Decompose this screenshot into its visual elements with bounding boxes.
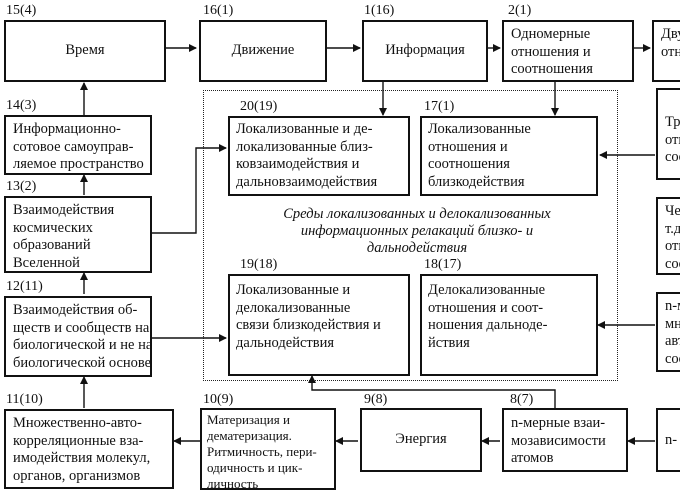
node-2-number: 2(1) [508,3,532,18]
node-twodim-partial: Дву отн [652,20,680,82]
node-14-number: 14(3) [6,98,37,113]
node-13-cosmic: Взаимодействия космических образований В… [4,196,152,273]
node-17-localized-relations: Локализованные отношения и соотношения б… [420,116,598,196]
node-1-number: 1(16) [364,3,395,18]
arrow-13-to-20 [152,144,227,234]
node-15-time: Время [4,20,166,82]
node-19-number: 19(18) [240,257,278,272]
node-13-number: 13(2) [6,179,37,194]
node-20-number: 20(19) [240,99,278,114]
node-nmulti-partial: n-м мно авт соо [656,292,680,372]
node-10-materialization: Материзация и дематеризация. Ритмичность… [200,408,336,490]
node-n-partial: n- [656,408,680,472]
node-11-molecules: Множественно-авто- корреляционные вза- и… [4,409,174,489]
node-18-number: 18(17) [424,257,462,272]
node-12-societies: Взаимодействия об- ществ и сообществ на … [4,296,152,377]
node-three-partial: Тре отн соо [656,88,680,180]
environment-region [203,90,618,381]
node-8-number: 8(7) [510,392,534,407]
node-15-number: 15(4) [6,3,37,18]
node-20-localized-interactions: Локализованные и де- локализованные близ… [228,116,410,196]
node-11-number: 11(10) [6,392,43,407]
center-caption: Среды локализованных и делокализованных … [283,206,551,256]
node-19-localized-links: Локализованные и делокализованные связи … [228,274,410,376]
node-17-number: 17(1) [424,99,455,114]
node-four-partial: Чет т.д. отн соо [656,197,680,275]
node-10-number: 10(9) [203,392,234,407]
node-9-number: 9(8) [364,392,388,407]
node-8-atoms: n-мерные взаи- мозависимости атомов [502,408,628,472]
node-1-information: Информация [362,20,488,82]
node-2-onedim: Одномерные отношения и соотношения [502,20,634,82]
node-16-motion: Движение [199,20,327,82]
arrow-8-to-19 [308,375,556,408]
node-12-number: 12(11) [6,279,43,294]
node-16-number: 16(1) [203,3,234,18]
node-9-energy: Энергия [360,408,482,472]
node-14-infospace: Информационно- сотовое самоуправ- ляемое… [4,115,152,175]
node-18-delocalized-relations: Делокализованные отношения и соот- ношен… [420,274,598,376]
